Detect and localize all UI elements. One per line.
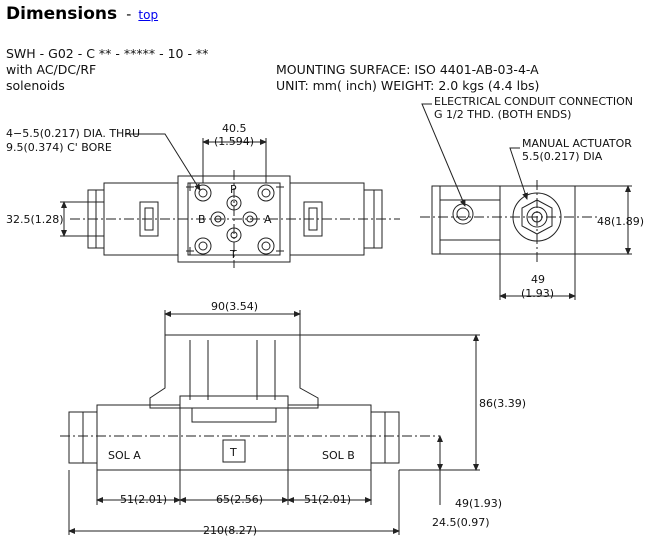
port-t-label: T (229, 248, 237, 261)
dim-90: 90(3.54) (211, 300, 258, 313)
side-view (420, 103, 632, 300)
spec-mounting: MOUNTING SURFACE: ISO 4401-AB-03-4-A (276, 62, 539, 77)
spec-unit-weight: UNIT: mm( inch) WEIGHT: 2.0 kgs (4.4 lbs… (276, 78, 540, 93)
conduit-note-2: G 1/2 THD. (BOTH ENDS) (434, 108, 571, 121)
dim-86: 86(3.39) (479, 397, 526, 410)
dim-210: 210(8.27) (203, 524, 257, 537)
front-top-housing (149, 334, 319, 409)
hole-note-2: 9.5(0.374) C' BORE (6, 141, 112, 154)
actuator-note-2: 5.5(0.217) DIA (522, 150, 603, 163)
dim-51-b: 51(2.01) (304, 493, 351, 506)
dim-32-5: 32.5(1.28) (6, 213, 64, 226)
dim-51-a: 51(2.01) (120, 493, 167, 506)
sol-b-label: SOL B (322, 449, 355, 462)
actuator-note-1: MANUAL ACTUATOR (522, 137, 632, 150)
hole-note-1: 4−5.5(0.217) DIA. THRU (6, 127, 140, 140)
port-a-label: A (264, 213, 272, 226)
bolt-hole-icon (257, 237, 275, 255)
t-mark-label: T (229, 446, 237, 459)
port-b-icon (210, 211, 226, 227)
bolt-hole-icon (194, 184, 212, 202)
dim-49: 49 (531, 273, 545, 286)
page-title: Dimensions (6, 4, 118, 24)
top-view (60, 133, 400, 268)
conduit-note-1: ELECTRICAL CONDUIT CONNECTION (434, 95, 633, 108)
bolt-hole-icon (194, 237, 212, 255)
port-p-label: P (230, 183, 237, 196)
dim-1-594: (1.594) (214, 135, 254, 148)
t-mark-box (222, 439, 246, 463)
spec-line3: solenoids (6, 78, 65, 93)
dim-40-5: 40.5 (222, 122, 247, 135)
sol-a-label: SOL A (108, 449, 141, 462)
dim-65: 65(2.56) (216, 493, 263, 506)
dim-49b: 49(1.93) (455, 497, 502, 510)
dim-1-93: (1.93) (521, 287, 554, 300)
port-b-label: B (198, 213, 206, 226)
spec-line2: with AC/DC/RF (6, 62, 97, 77)
front-view (60, 310, 480, 535)
section-heading: Dimensions - top (6, 4, 158, 24)
title-separator: - (126, 7, 132, 23)
side-body (439, 185, 576, 255)
conduit-icon (452, 203, 474, 225)
dim-24-5: 24.5(0.97) (432, 516, 490, 529)
spec-model: SWH - G02 - C ** - ***** - 10 - ** (6, 46, 209, 61)
top-link[interactable]: top (138, 8, 159, 22)
bolt-hole-icon (257, 184, 275, 202)
dim-48: 48(1.89) (597, 215, 644, 228)
